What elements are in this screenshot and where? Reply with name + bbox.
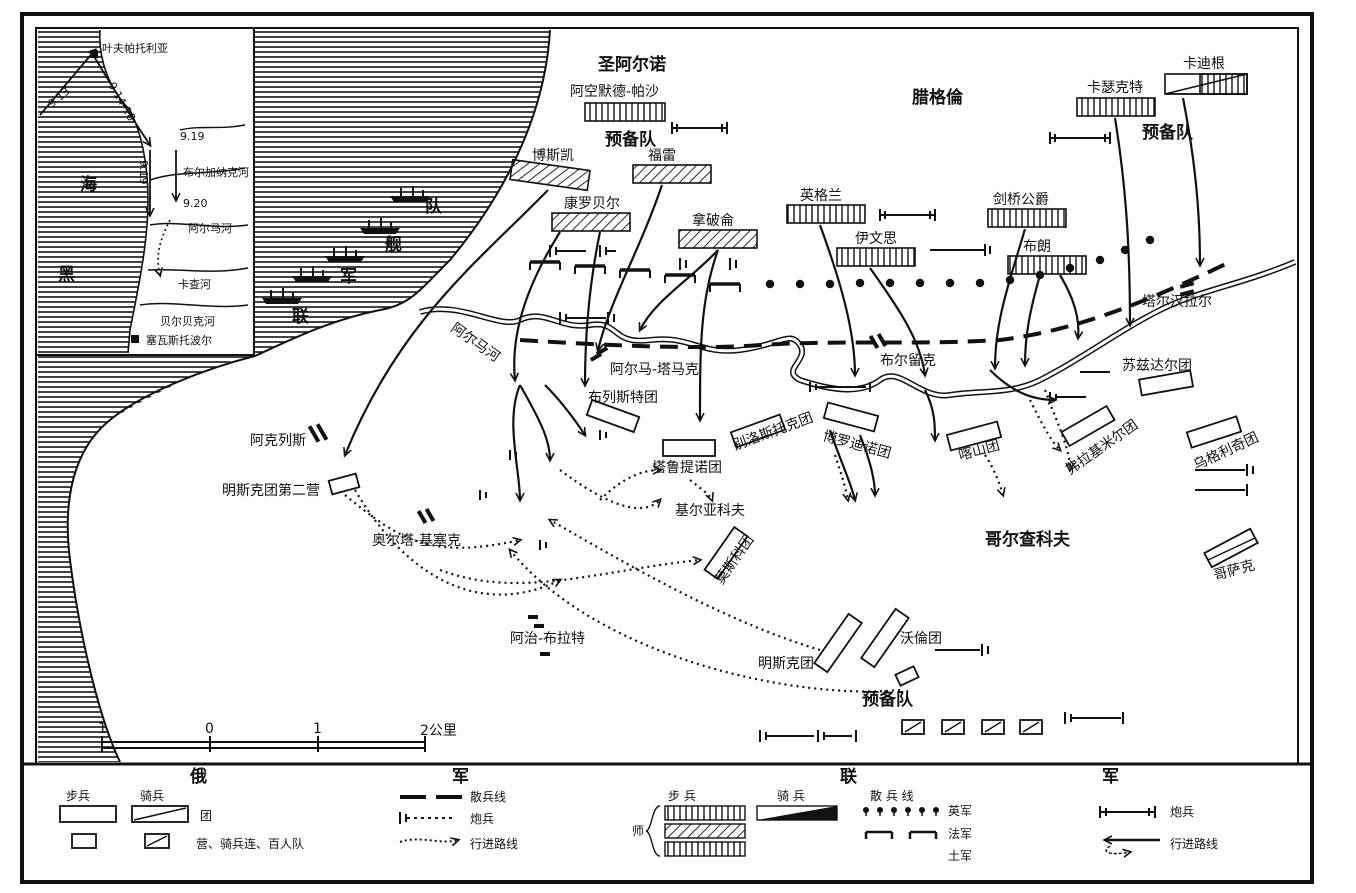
inset-sea-label-1: 海 [80,174,97,195]
fleet-label: 舰 [385,234,402,255]
scale-label: 1 [313,721,322,737]
scale-label: 1 [98,721,107,737]
fleet-label: 联 [292,307,309,327]
unit-reserve-fr: 预备队 [605,129,657,150]
unit-brown: 布朗 [1023,239,1051,255]
unit-reserve-en: 预备队 [1142,122,1194,143]
unit-volyn: 沃倫团 [900,631,942,647]
legend-division: 师 [632,824,644,838]
unit-cathcart: 卡瑟克特 [1087,80,1143,96]
legend-british: 英军 [948,804,972,818]
legend-artillery: 炮兵 [470,812,494,826]
unit-minsk: 明斯克团 [758,656,814,672]
legend-russian: 俄 [189,766,207,787]
inset-sea [38,30,148,353]
label-raglan: 腊格倫 [912,87,964,108]
scale-bar [101,736,426,752]
russian-skirmish-line [519,260,1231,350]
legend-infantry: 步兵 [66,789,90,803]
unit-cambridge: 剑桥公爵 [993,192,1049,208]
unit-canrobert: 康罗贝尔 [564,195,620,212]
label-burliuk: 布尔留克 [880,353,936,369]
russian-march-routes [344,389,1070,693]
allied-march-routes [345,97,1200,500]
legend-allied-army: 军 [1102,767,1119,787]
allied-units [509,72,1248,275]
label-kiriakov: 基尔亚科夫 [675,502,745,519]
allied-skirmish-line [529,235,1155,292]
legend-french: 法军 [948,827,972,841]
scale-label: 2公里 [420,723,457,739]
unit-bosquet: 博斯凯 [532,147,574,164]
legend-cavalry: 骑兵 [140,789,164,803]
legend-allied-artillery: 炮兵 [1170,805,1194,819]
label-ahchi-bulat: 阿治-布拉特 [510,631,585,647]
russian-markers [307,281,1195,656]
legend-march: 行进路线 [470,836,518,851]
legend-battalion: 营、骑兵连、百人队 [196,836,304,851]
label-gorchakov: 哥尔查科夫 [985,529,1071,550]
allied-artillery [549,122,1111,324]
label-akles: 阿克列斯 [250,433,306,449]
legend-russian-army: 军 [452,767,469,787]
inset-sea-label-2: 黑 [58,265,75,285]
legend-allied-cavalry: 骑 兵 [777,789,805,803]
fleet-label: 队 [425,196,443,217]
legend-skirmish: 散兵线 [470,789,506,804]
label-alma-tamak: 阿尔马-塔马克 [610,362,699,378]
sea-west [38,355,255,762]
unit-brest: 布列斯特团 [588,390,658,406]
unit-england: 英格兰 [800,187,842,204]
unit-suzdal: 苏兹达尔团 [1122,358,1192,374]
unit-napoleon: 拿破侖 [692,212,734,229]
legend-turkish: 土军 [948,849,972,863]
unit-forey: 福雷 [648,148,676,164]
unit-reserve-ru: 预备队 [862,689,914,710]
fleet-label: 军 [340,267,357,287]
legend: 俄 军 联 军 步兵 骑兵 团 营、骑兵连、百人队 散兵线 炮兵 行进路线 步 … [59,766,1218,863]
russian-units [327,369,1259,735]
outer-frame [20,12,1314,884]
unit-borodino: 博罗迪诺团 [821,427,893,462]
legend-allied: 联 [840,767,857,787]
inset-date: 9.19 [180,130,205,143]
label-saint-arnaud: 圣阿尔诺 [598,54,666,75]
label-alma-river: 阿尔马河 [448,320,503,365]
inset-city: 塞瓦斯托波尔 [146,333,212,347]
coastline [66,29,551,763]
legend-allied-infantry: 步 兵 [668,789,696,803]
unit-minsk-2nd: 明斯克团第二营 [222,482,320,499]
unit-cardigan: 卡迪根 [1183,56,1225,72]
label-tarkhanlar: 塔尔汉拉尔 [1142,294,1212,310]
inset-river: 阿尔马河 [188,222,232,235]
inset-date: 9.20 [183,197,208,210]
sea-north [255,30,550,356]
unit-turkish-reserve: 阿空默德-帕沙 [570,84,659,100]
legend-allied-skirmish: 散 兵 线 [870,788,914,803]
scale-label: 0 [205,721,214,737]
legend-allied-march: 行进路线 [1170,836,1218,851]
inset-river: 卡查河 [178,277,211,291]
fleet-ships [262,186,430,304]
unit-tarutino: 塔鲁提诺团 [652,460,722,476]
unit-evans: 伊文思 [855,231,897,247]
inset-yevpatoria: 叶夫帕托利亚 [102,41,168,55]
inset-river: 布尔加纳克河 [183,166,249,179]
russian-artillery [479,371,1254,742]
inset-date: 9.19 [137,160,150,185]
inset-river: 贝尔贝克河 [160,315,215,328]
legend-regiment: 团 [200,809,212,823]
